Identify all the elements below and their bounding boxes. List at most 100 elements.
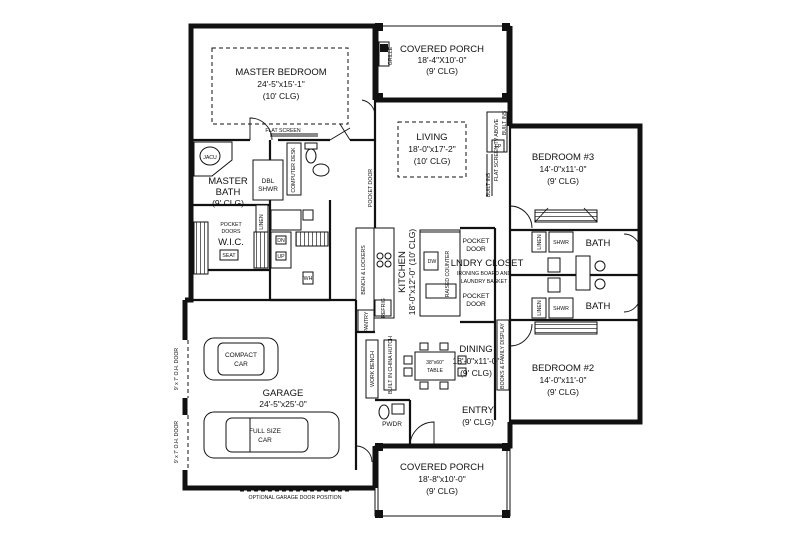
refrig-label: REFRIG — [381, 298, 387, 318]
shwr-upper-label: SHWR — [553, 240, 569, 246]
seat — [219, 249, 239, 261]
work-bench — [365, 339, 379, 399]
porch-post — [375, 443, 383, 451]
garage-name: GARAGE — [263, 388, 304, 399]
front-porch — [374, 443, 511, 518]
labels: COVERED PORCH 18'-4"X10'-0" (9' CLG) GRI… — [174, 44, 610, 501]
china-hutch-label: BUILT IN CHINA HUTCH — [388, 336, 394, 394]
toilet-icon — [378, 404, 390, 420]
books-display-label: BOOKS & FAMILY DISPLAY — [500, 323, 506, 389]
grille-label: GRILLE — [388, 46, 394, 65]
pwdr-name: PWDR — [382, 421, 402, 428]
garage-door-2-label: 9' x 7' O.H. DOOR — [174, 421, 180, 464]
kitchen-name: KITCHEN — [397, 251, 408, 293]
master-bath-name2: BATH — [216, 187, 241, 198]
porch-post — [502, 23, 510, 31]
wic-shelf — [253, 231, 269, 269]
flat-screen-tv-label: FLAT SCREEN TV ABOVE — [494, 118, 500, 181]
pocket-door-2b: DOOR — [466, 301, 486, 308]
raised-counter-label: RAISED COUNTER — [445, 251, 451, 298]
shower-icon — [252, 159, 284, 201]
porch-post — [375, 23, 383, 31]
seat-label: SEAT — [222, 253, 236, 259]
shower-icon — [548, 297, 574, 319]
full-size-car-label: FULL SIZE — [249, 428, 282, 435]
living-clg: (10' CLG) — [414, 156, 451, 166]
linen-label: LINEN — [259, 214, 265, 230]
pocket-door-2: POCKET — [463, 293, 490, 300]
bedroom2-clg: (9' CLG) — [547, 387, 579, 397]
compact-car-icon — [203, 337, 279, 381]
computer-desk-label: COMPUTER DESK — [291, 147, 297, 193]
optional-garage-label: OPTIONAL GARAGE DOOR POSITION — [249, 495, 342, 501]
master-bath-name: MASTER — [208, 176, 248, 187]
work-bench-label: WORK BENCH — [370, 351, 376, 387]
bedroom2-dims: 14'-0"x11'-0" — [540, 375, 587, 385]
pocket-door-1: POCKET — [463, 238, 490, 245]
rear-porch — [374, 23, 511, 101]
dw-label: DW — [428, 259, 437, 265]
master-bedroom — [191, 47, 377, 142]
jacuzzi-label: JACU — [203, 155, 217, 161]
shwr-lower-label: SHWR — [553, 306, 569, 312]
front-porch-clg: (9' CLG) — [426, 486, 458, 496]
grille-icon — [378, 41, 390, 67]
master-bedroom-dims: 24'-5"x15'-1" — [257, 79, 305, 89]
porch-post — [375, 510, 383, 518]
water-heater-icon — [302, 271, 314, 285]
living-dims: 18'-0"x17'-2" — [408, 144, 456, 154]
living-name: LIVING — [416, 132, 447, 143]
dbl-shower-label: DBL — [262, 178, 275, 185]
bedroom2-name: BEDROOM #2 — [532, 363, 594, 374]
wic-name: W.I.C. — [218, 237, 244, 248]
closet — [534, 209, 598, 223]
bedroom3-clg: (9' CLG) — [547, 176, 579, 186]
pocket-door-1b: DOOR — [466, 246, 486, 253]
bedroom-wing — [508, 126, 641, 422]
garage-dims: 24'-5"x25'-0" — [259, 399, 307, 409]
china-hutch — [383, 339, 397, 391]
garage-door-1-label: 9' x 7' O.H. DOOR — [174, 348, 180, 391]
bedroom3-dims: 14'-0"x11'-0" — [540, 164, 587, 174]
front-porch-dims: 18'-8"x10'-0" — [418, 474, 466, 484]
kitchen-area — [355, 111, 510, 447]
dining-table — [414, 351, 456, 381]
rear-porch-name: COVERED PORCH — [400, 44, 484, 55]
built-ins-label: BUILT INS — [486, 172, 492, 197]
table-label: 38"x60" — [426, 360, 444, 366]
pantry-label: PANTRY — [364, 311, 370, 332]
toilet-icon — [305, 148, 317, 164]
porch-post — [375, 93, 383, 101]
toilet-icon — [594, 260, 606, 272]
bath-upper-name: BATH — [586, 238, 611, 249]
laundry-note2: LAUNDRY BASKET — [461, 279, 508, 285]
garage — [187, 298, 373, 492]
front-porch-name: COVERED PORCH — [400, 462, 484, 473]
toilet-icon — [594, 278, 606, 290]
wh-label: WH — [304, 276, 313, 282]
pocket-door-label: POCKET DOOR — [368, 169, 374, 207]
table-label2: TABLE — [427, 368, 444, 374]
up-label: UP — [277, 254, 285, 260]
compact-car-label2: CAR — [234, 361, 248, 368]
rear-porch-dims: 18'-4"X10'-0" — [418, 55, 467, 65]
kitchen-island — [419, 229, 461, 317]
dn-label: DN — [277, 238, 285, 244]
linen-b2-label: LINEN — [537, 300, 543, 316]
bench-lockers-label: BENCH & LOCKERS — [361, 245, 367, 295]
built-ins-label-2: BUILT INS — [502, 110, 508, 135]
dining-dims: 18'-0"x11'-0" — [453, 356, 500, 366]
rear-porch-clg: (9' CLG) — [426, 66, 458, 76]
refrigerator — [374, 299, 392, 317]
entry-clg: (9' CLG) — [462, 417, 494, 427]
entry-name: ENTRY — [462, 405, 495, 416]
master-bath-clg: (9' CLG) — [212, 198, 244, 208]
porch-post — [502, 93, 510, 101]
master-bath — [191, 140, 332, 302]
laundry-name: LNDRY CLOSET — [451, 258, 524, 269]
flat-screen-label: FLAT SCREEN — [265, 128, 301, 134]
bedroom3-name: BEDROOM #3 — [532, 152, 594, 163]
master-bedroom-clg: (10' CLG) — [263, 91, 300, 101]
